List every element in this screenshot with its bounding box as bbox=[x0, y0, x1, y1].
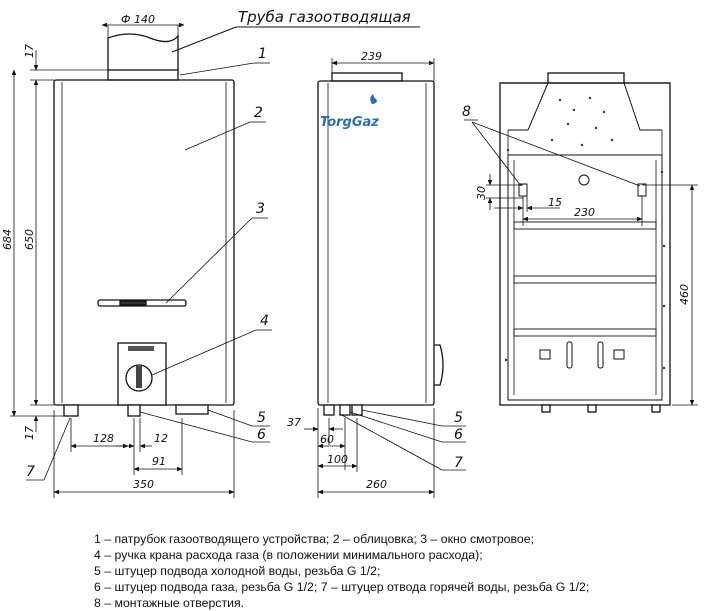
back-view bbox=[499, 72, 671, 413]
dim-30: 30 bbox=[475, 186, 488, 200]
back-panel-holes bbox=[504, 96, 666, 370]
dim-230: 230 bbox=[574, 206, 595, 219]
dim-depth-top: 239 bbox=[361, 50, 382, 63]
dim-100: 100 bbox=[327, 453, 348, 466]
brand-logo: TorgGaz bbox=[320, 115, 379, 130]
front-view bbox=[53, 33, 235, 417]
legend-line: 6 – штуцер подвода газа, резьба G 1/2; 7… bbox=[94, 580, 590, 594]
side-view bbox=[317, 72, 444, 416]
dim-pipe-diameter: Ф 140 bbox=[121, 13, 155, 26]
dim-37: 37 bbox=[287, 416, 301, 429]
dim-15: 15 bbox=[548, 196, 562, 209]
dim-width: 350 bbox=[133, 478, 154, 491]
callout-6-side: 6 bbox=[454, 427, 463, 443]
dim-60: 60 bbox=[320, 433, 334, 446]
legend-line: 8 – монтажные отверстия. bbox=[94, 596, 245, 610]
dim-460: 460 bbox=[678, 284, 691, 305]
dim-91: 91 bbox=[152, 455, 166, 468]
legend-line: 1 – патрубок газоотводящего устройства; … bbox=[94, 532, 534, 546]
callout-5: 5 bbox=[257, 410, 266, 426]
technical-drawing: Труба газоотводящая bbox=[1, 8, 698, 498]
callout-6: 6 bbox=[257, 427, 266, 443]
dim-bottom-offset: 17 bbox=[23, 426, 36, 440]
callout-8: 8 bbox=[462, 104, 471, 120]
dim-128: 128 bbox=[93, 432, 114, 445]
callout-4: 4 bbox=[260, 313, 269, 329]
flame-icon bbox=[370, 94, 377, 104]
flue-pipe-title: Труба газоотводящая bbox=[238, 8, 411, 26]
callout-2: 2 bbox=[254, 105, 263, 121]
callout-3: 3 bbox=[256, 201, 265, 217]
callout-7: 7 bbox=[26, 464, 35, 480]
dim-depth: 260 bbox=[366, 478, 387, 491]
legend: 1 – патрубок газоотводящего устройства; … bbox=[94, 531, 694, 611]
dim-top-offset: 17 bbox=[23, 44, 36, 58]
dim-height-total: 684 bbox=[1, 229, 14, 250]
dim-height-body: 650 bbox=[23, 229, 36, 250]
dim-12: 12 bbox=[154, 432, 168, 445]
callout-5-side: 5 bbox=[454, 410, 463, 426]
legend-line: 4 – ручка крана расхода газа (в положени… bbox=[94, 548, 483, 562]
callout-1: 1 bbox=[258, 46, 267, 62]
callout-7-side: 7 bbox=[454, 455, 463, 471]
legend-line: 5 – штуцер подвода холодной воды, резьба… bbox=[94, 564, 381, 578]
